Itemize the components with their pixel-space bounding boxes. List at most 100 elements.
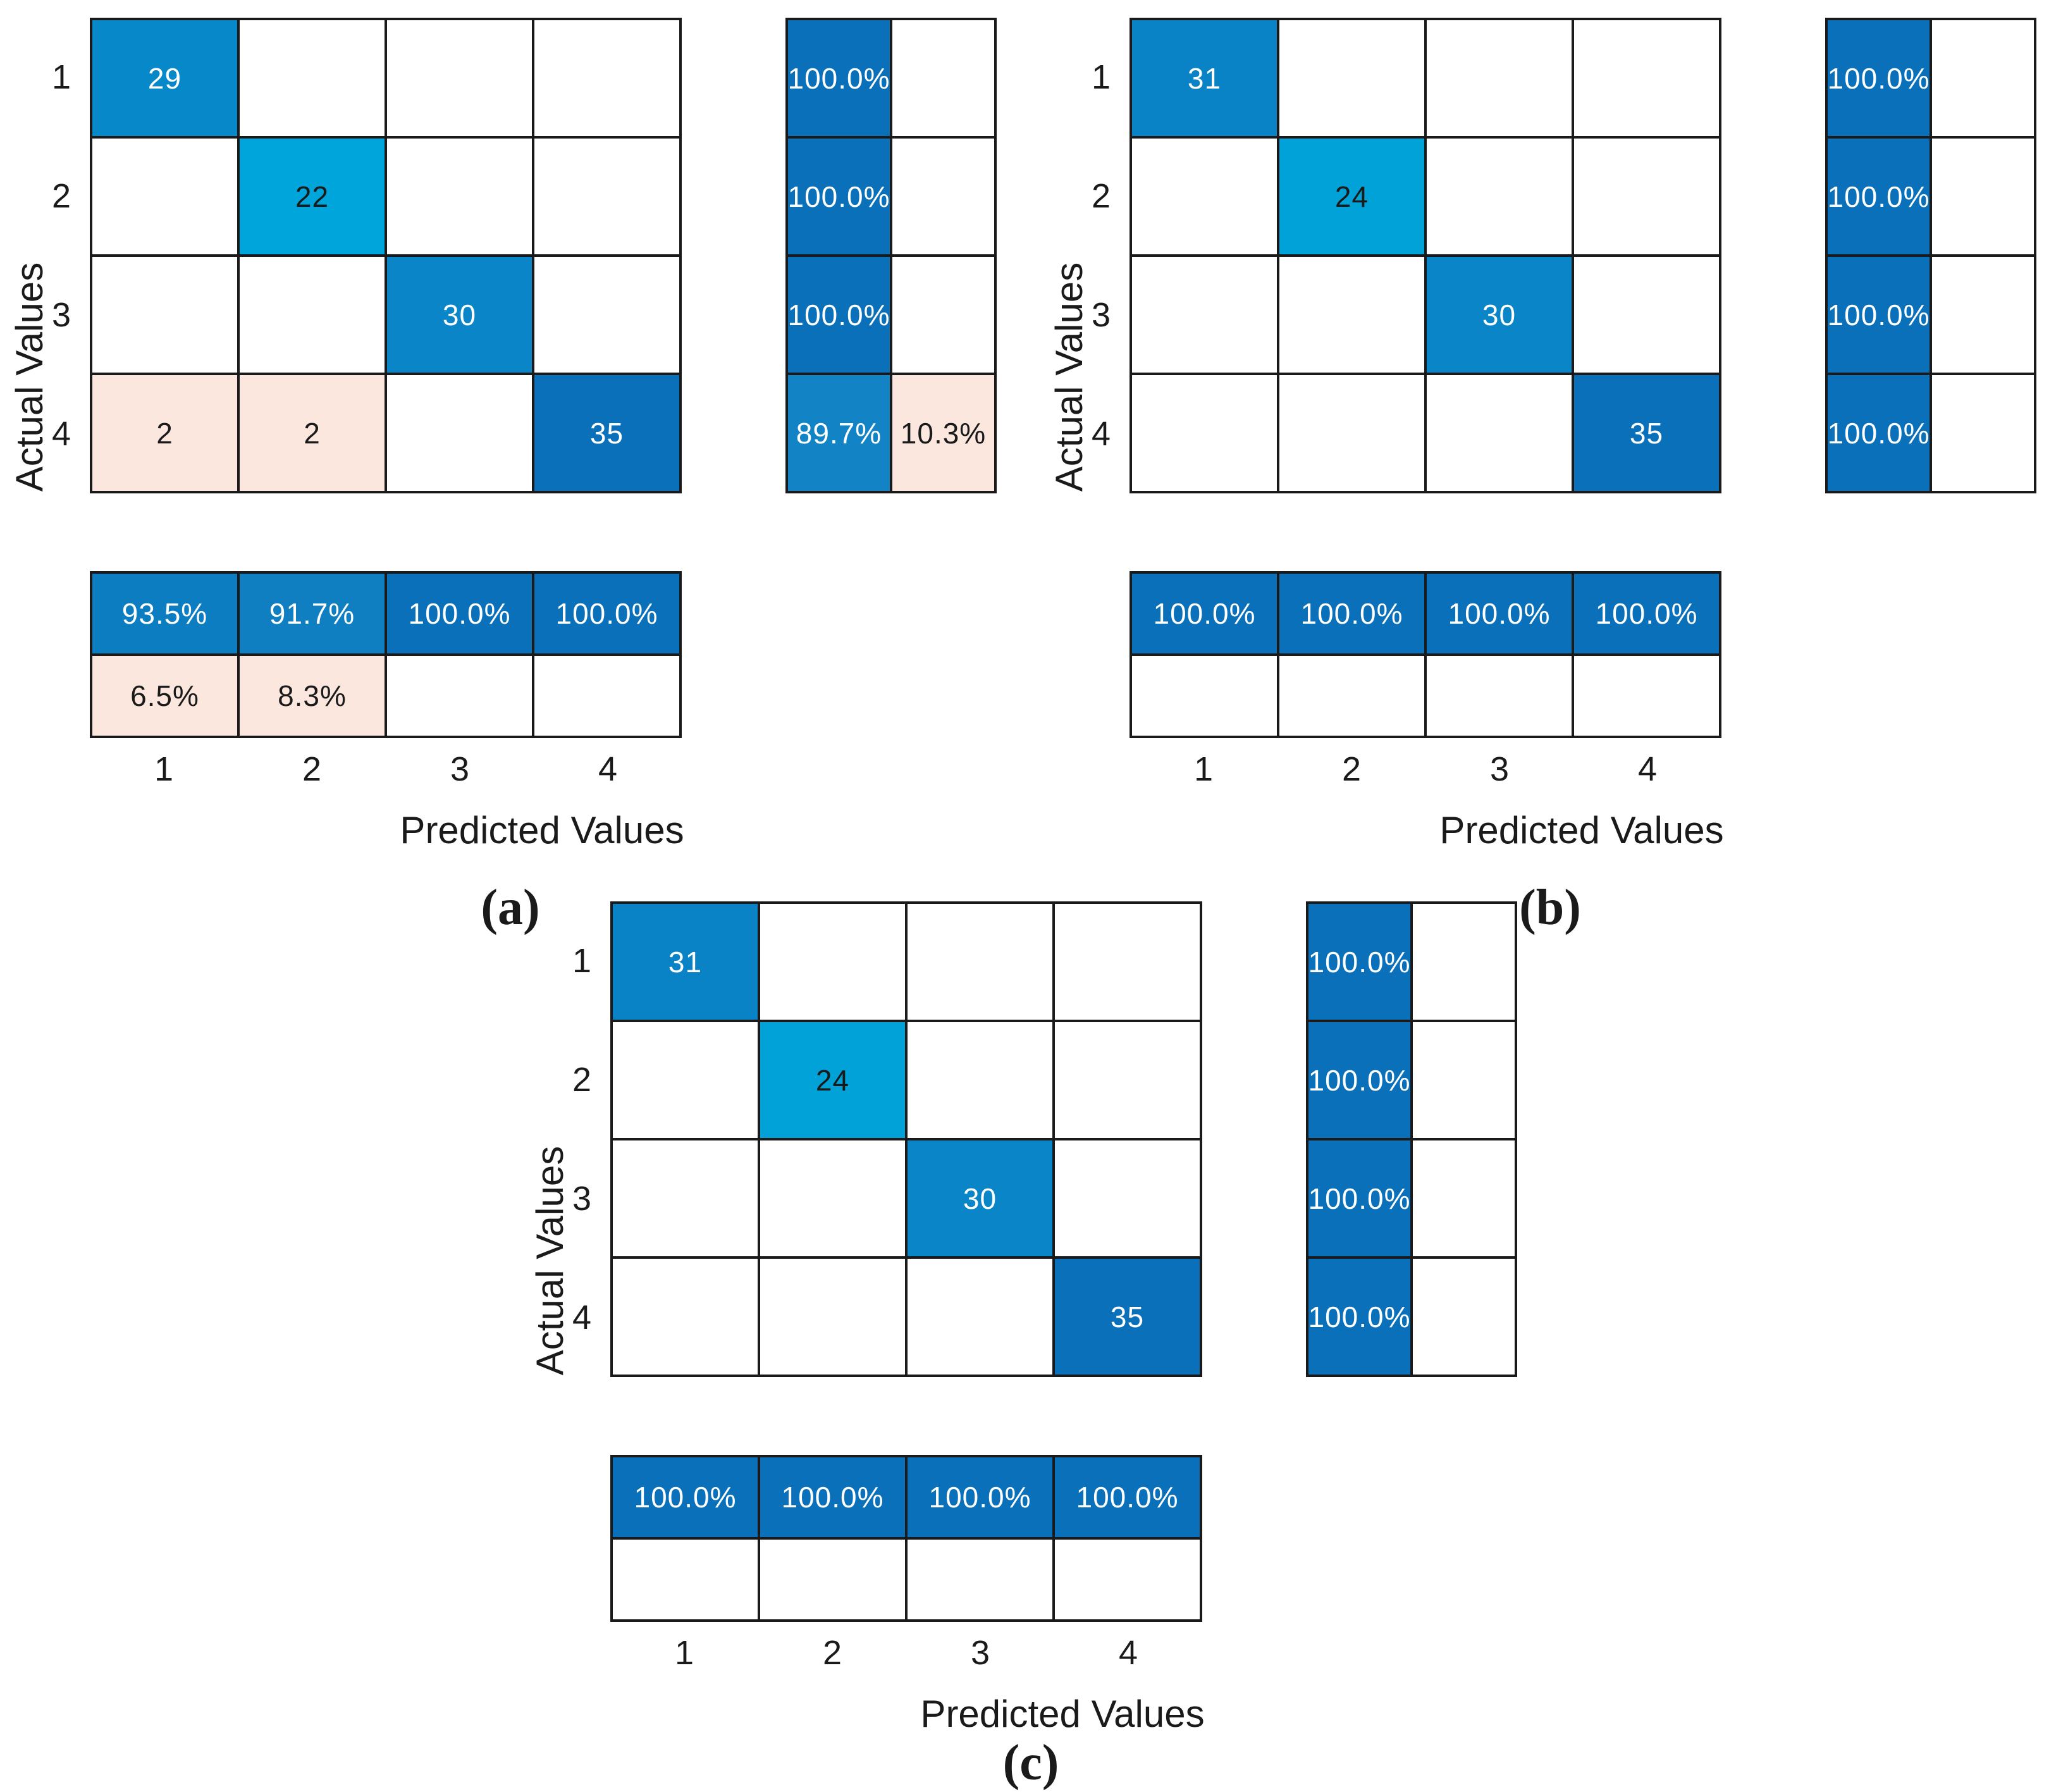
matrix-cell: [613, 1140, 758, 1256]
y-tick-label: 4: [572, 1299, 591, 1337]
column-summary-cell: 100.0%: [534, 574, 679, 653]
matrix-cell: [1574, 257, 1719, 373]
matrix-cell: [1427, 375, 1572, 491]
x-axis-title: Predicted Values: [1439, 809, 1724, 851]
column-summary-cell: [613, 1540, 758, 1619]
x-tick-label: 2: [302, 750, 322, 788]
row-summary-cell: [1413, 904, 1515, 1020]
column-summary-cell: [1132, 656, 1277, 736]
column-summary-cell: 100.0%: [760, 1457, 905, 1537]
row-summary-c: 100.0%100.0%100.0%100.0%: [1306, 901, 1517, 1377]
column-summary-cell: 100.0%: [1427, 574, 1572, 653]
matrix-cell: [613, 1022, 758, 1138]
x-tick-label: 1: [154, 750, 174, 788]
matrix-cell: [1132, 139, 1277, 254]
row-summary-cell: [892, 139, 994, 254]
matrix-cell: [92, 139, 237, 254]
column-summary-cell: [1279, 656, 1424, 736]
row-summary-cell: 100.0%: [1828, 375, 1930, 491]
x-tick-label: 1: [674, 1634, 694, 1672]
y-tick-label: 1: [572, 942, 591, 980]
column-summary-b: 100.0%100.0%100.0%100.0%: [1130, 571, 1721, 738]
row-summary-cell: 100.0%: [1828, 139, 1930, 254]
matrix-cell: [240, 257, 385, 373]
x-axis-title: Predicted Values: [400, 809, 684, 851]
row-summary-cell: 100.0%: [1828, 257, 1930, 373]
matrix-cell: 24: [1279, 139, 1424, 254]
row-summary-cell: [1413, 1022, 1515, 1138]
matrix-cell: [1279, 257, 1424, 373]
row-summary-cell: 100.0%: [788, 257, 890, 373]
column-summary-cell: 91.7%: [240, 574, 385, 653]
y-tick-label: 1: [51, 58, 71, 96]
matrix-cell: [92, 257, 237, 373]
matrix-cell: [387, 139, 532, 254]
panel-caption: (c): [1002, 1735, 1059, 1791]
matrix-cell: 22: [240, 139, 385, 254]
column-summary-cell: 100.0%: [908, 1457, 1052, 1537]
matrix-cell: [1055, 1140, 1200, 1256]
matrix-cell: [1055, 1022, 1200, 1138]
matrix-cell: 30: [908, 1140, 1052, 1256]
x-tick-label: 1: [1193, 750, 1214, 788]
x-axis-ticks: 1 2 3 4: [90, 750, 682, 789]
matrix-cell: [908, 1022, 1052, 1138]
y-tick-label: 3: [572, 1180, 591, 1218]
y-tick-label: 1: [1091, 58, 1111, 96]
matrix-cell: [387, 375, 532, 491]
matrix-cell: 35: [534, 375, 679, 491]
column-summary-cell: 8.3%: [240, 656, 385, 736]
matrix-cell: 31: [613, 904, 758, 1020]
matrix-cell: [1055, 904, 1200, 1020]
matrix-cell: [1132, 257, 1277, 373]
matrix-cell: [240, 20, 385, 136]
column-summary-cell: 100.0%: [1055, 1457, 1200, 1537]
row-summary-cell: [1932, 20, 2034, 136]
x-axis-title: Predicted Values: [920, 1693, 1205, 1735]
x-tick-label: 3: [450, 750, 470, 788]
row-summary-cell: 100.0%: [1308, 1140, 1410, 1256]
matrix-cell: [1279, 375, 1424, 491]
y-tick-label: 4: [51, 415, 71, 453]
matrix-cell: [1132, 375, 1277, 491]
row-summary-cell: [892, 257, 994, 373]
matrix-cell: [1279, 20, 1424, 136]
row-summary-cell: 100.0%: [1308, 1022, 1410, 1138]
column-summary-cell: 93.5%: [92, 574, 237, 653]
column-summary-cell: 6.5%: [92, 656, 237, 736]
column-summary-cell: [534, 656, 679, 736]
x-tick-label: 3: [970, 1634, 990, 1672]
row-summary-b: 100.0%100.0%100.0%100.0%: [1825, 18, 2036, 493]
y-tick-label: 4: [1091, 415, 1111, 453]
matrix-cell: 31: [1132, 20, 1277, 136]
row-summary-cell: [1932, 139, 2034, 254]
matrix-cell: [1574, 139, 1719, 254]
row-summary-cell: 100.0%: [1308, 904, 1410, 1020]
y-axis-ticks: 1 2 3 4: [528, 901, 591, 1377]
matrix-cell: 35: [1055, 1259, 1200, 1375]
column-summary-a: 93.5%91.7%100.0%100.0%6.5%8.3%: [90, 571, 682, 738]
y-tick-label: 2: [572, 1061, 591, 1099]
matrix-cell: 30: [387, 257, 532, 373]
matrix-cell: [387, 20, 532, 136]
x-tick-label: 4: [1637, 750, 1658, 788]
column-summary-cell: 100.0%: [613, 1457, 758, 1537]
matrix-cell: [760, 1259, 905, 1375]
column-summary-cell: [1574, 656, 1719, 736]
row-summary-cell: [892, 20, 994, 136]
row-summary-cell: 100.0%: [788, 20, 890, 136]
x-tick-label: 4: [598, 750, 618, 788]
matrix-cell: [760, 1140, 905, 1256]
matrix-cell: [534, 257, 679, 373]
column-summary-cell: 100.0%: [1132, 574, 1277, 653]
matrix-cell: [1427, 139, 1572, 254]
y-axis-title: Actual Values: [1048, 262, 1090, 492]
